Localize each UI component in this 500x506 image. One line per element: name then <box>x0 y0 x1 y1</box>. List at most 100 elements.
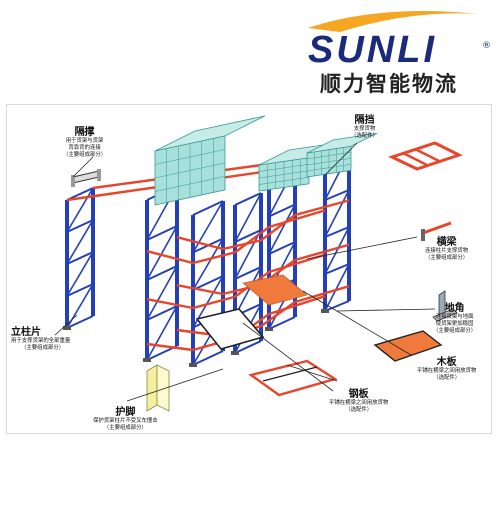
wood-board-part <box>373 330 443 362</box>
frame-horizontal-brace <box>268 316 296 330</box>
beam-back <box>176 284 224 296</box>
guard-part-front <box>156 364 170 412</box>
beam-front <box>146 342 194 352</box>
label-beam-desc-1: 连接柱片支撑货物 <box>425 248 469 254</box>
logo-subtitle: 顺力智能物流 <box>320 72 458 96</box>
beam-back <box>260 301 296 328</box>
frame-diagonal-brace <box>146 265 178 321</box>
spacer-bracket <box>97 169 101 181</box>
cargo-stacks <box>154 115 378 206</box>
beam-back <box>294 243 350 262</box>
cargo-grid-line <box>154 162 226 179</box>
beam-front <box>268 209 326 229</box>
cargo-grid-line <box>306 164 352 172</box>
beam-back <box>222 239 262 251</box>
label-divider: 隔挡 支撑货物 （选配件） <box>351 111 378 140</box>
racking-diagram: 隔撑 用于货架与货架 背靠背的连接 （主要组成部分） 立柱片 用于支撑货架的全部… <box>6 104 492 434</box>
leader-line <box>242 322 334 392</box>
label-upright-frame-title: 立柱片 <box>11 327 41 338</box>
leader-line <box>54 314 78 336</box>
beam-front <box>192 295 236 310</box>
label-anchor-desc-3: （主要组成部分） <box>433 328 477 334</box>
leader-line <box>302 290 412 356</box>
label-spacer-desc-1: 用于货架与货架 <box>65 138 104 144</box>
frame-horizontal-brace <box>66 219 94 233</box>
base-plate <box>189 363 197 367</box>
label-divider-desc-2: （选配件） <box>351 133 378 139</box>
leader-lines <box>54 142 436 402</box>
label-anchor: 地角 连接货架与地面 使货架更加稳固 （主要组成部分） <box>433 299 476 335</box>
base-plate <box>63 326 71 330</box>
label-steel-board: 钢板 平铺在横梁之间用放货物 （选配件） <box>329 385 388 414</box>
leader-line <box>286 364 338 382</box>
frame-horizontal-brace <box>66 251 94 265</box>
cargo-grid-line <box>258 176 310 185</box>
frame-horizontal-brace <box>192 275 224 291</box>
logo-wordmark: SUNLI <box>308 29 437 68</box>
beam-back <box>294 199 350 217</box>
label-spacer-desc-3: （主要组成部分） <box>63 152 107 158</box>
label-divider-title: 隔挡 <box>354 115 375 126</box>
upright-frames <box>63 152 351 367</box>
sunli-logo-mark: SUNLI ® <box>308 11 491 68</box>
leader-line <box>306 236 418 260</box>
label-anchor-desc-1: 连接货架与地面 <box>435 314 474 320</box>
label-anchor-desc-2: 使货架更加稳固 <box>435 321 474 327</box>
divider-rung <box>402 151 428 167</box>
label-guard: 护脚 保护货架柱片不受叉车撞击 （主要组成部分） <box>93 403 158 432</box>
frame-diagonal-brace <box>66 219 94 265</box>
frame-diagonal-brace <box>146 225 178 281</box>
beam-front <box>192 251 236 265</box>
label-wood-board-desc-1: 平铺在横梁之间用放货物 <box>417 368 477 374</box>
label-anchor-title: 地角 <box>444 303 465 314</box>
brand-logo: SUNLI ® 顺力智能物流 <box>300 6 495 96</box>
label-spacer-title: 隔撑 <box>74 127 95 138</box>
frame-diagonal-brace <box>234 229 262 280</box>
beam-part-connector <box>421 229 425 241</box>
frame-horizontal-brace <box>146 265 178 281</box>
wire-deck-panel <box>195 308 265 350</box>
spacer-bracket <box>71 175 75 187</box>
frame-diagonal-brace <box>324 189 350 238</box>
label-guard-desc-1: 保护货架柱片不受叉车撞击 <box>93 418 158 424</box>
cargo-grid-line <box>306 158 352 166</box>
cargo-grid-line <box>258 163 310 172</box>
leader-line <box>336 308 436 312</box>
frame-horizontal-brace <box>234 192 262 206</box>
frame-horizontal-brace <box>192 200 224 216</box>
label-steel-board-title: 钢板 <box>348 389 369 400</box>
frame-diagonal-brace <box>234 266 262 317</box>
cargo-grid-line <box>258 170 310 179</box>
label-spacer-desc-2: 背靠背的连接 <box>68 145 101 151</box>
frame-horizontal-brace <box>66 187 94 201</box>
frame-horizontal-brace <box>268 241 296 255</box>
label-upright-frame-desc-1: 用于支撑货架的全部重量 <box>11 338 71 344</box>
frame-horizontal-brace <box>234 266 262 280</box>
frame-horizontal-brace <box>268 203 296 218</box>
frame-diagonal-brace <box>66 251 94 297</box>
steel-board-part <box>248 359 338 397</box>
base-plate <box>231 351 239 355</box>
frame-horizontal-brace <box>192 350 224 366</box>
label-wood-board: 木板 平铺在横梁之间用放货物 （选配件） <box>417 353 476 382</box>
logo-swoosh <box>308 11 478 32</box>
frame-horizontal-brace <box>234 340 262 354</box>
beam-back <box>260 214 296 242</box>
frame-diagonal-brace <box>324 226 350 275</box>
label-divider-desc-1: 支撑货物 <box>353 126 376 132</box>
leader-line <box>324 142 358 176</box>
label-spacer: 隔撑 用于货架与货架 背靠背的连接 （主要组成部分） <box>63 123 106 159</box>
frame-horizontal-brace <box>66 283 94 297</box>
frame-horizontal-brace <box>146 225 178 241</box>
divider-rung <box>414 147 440 163</box>
beam-part <box>422 221 452 235</box>
frame-diagonal-brace <box>146 305 178 361</box>
label-upright-frame: 立柱片 用于支撑货架的全部重量 （主要组成部分） <box>11 323 70 352</box>
label-wood-board-desc-2: （选配件） <box>433 375 461 381</box>
label-beam-desc-2: （主要组成部分） <box>425 255 469 261</box>
racking-illustration <box>54 115 463 412</box>
frame-horizontal-brace <box>324 189 350 201</box>
base-plate <box>321 309 329 313</box>
steel-board-rib <box>262 366 318 382</box>
cargo-grid-line <box>154 149 226 165</box>
